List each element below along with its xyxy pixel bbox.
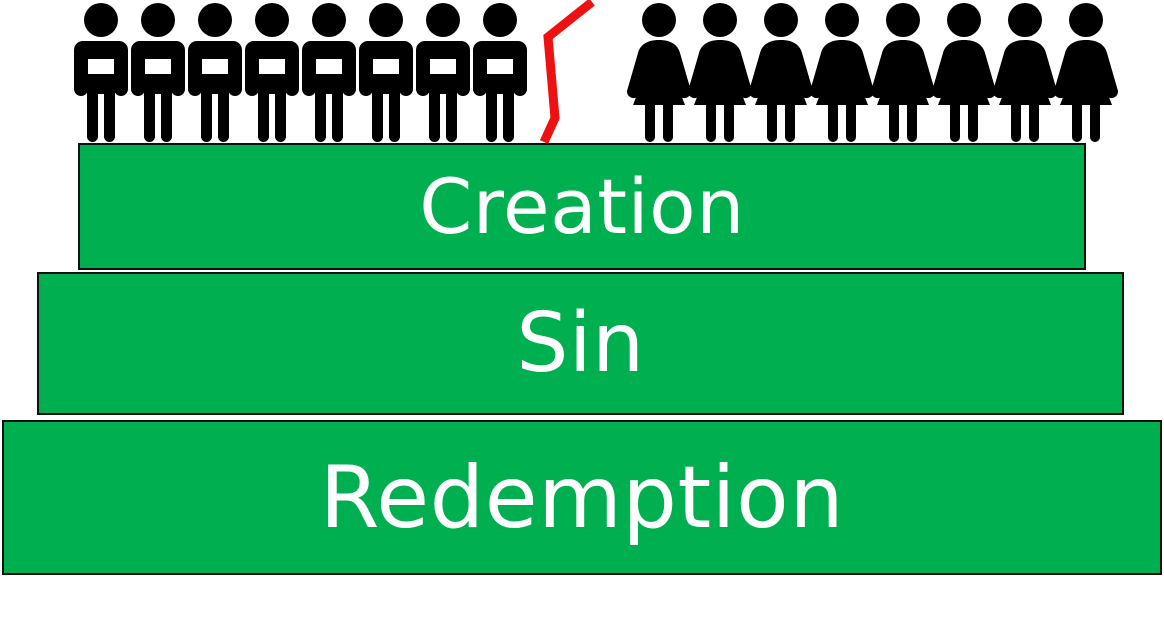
female-person-icon <box>1052 0 1120 145</box>
female-person-icon <box>747 0 815 145</box>
male-person-icon <box>469 0 531 145</box>
male-person-icon <box>70 0 132 145</box>
men-group <box>70 0 531 145</box>
male-person-icon <box>241 0 303 145</box>
male-person-icon <box>412 0 474 145</box>
women-group <box>625 0 1120 145</box>
bar-creation: Creation <box>78 143 1086 270</box>
bar-redemption-label: Redemption <box>319 447 845 548</box>
male-person-icon <box>127 0 189 145</box>
female-person-icon <box>930 0 998 145</box>
female-person-icon <box>991 0 1059 145</box>
bar-sin: Sin <box>37 272 1124 415</box>
female-person-icon <box>808 0 876 145</box>
female-person-icon <box>686 0 754 145</box>
bar-creation-label: Creation <box>419 161 745 251</box>
male-person-icon <box>355 0 417 145</box>
female-person-icon <box>625 0 693 145</box>
red-zigzag-divider-icon <box>539 0 595 144</box>
male-person-icon <box>184 0 246 145</box>
bar-redemption: Redemption <box>2 420 1162 575</box>
female-person-icon <box>869 0 937 145</box>
bar-sin-label: Sin <box>516 295 645 391</box>
male-person-icon <box>298 0 360 145</box>
